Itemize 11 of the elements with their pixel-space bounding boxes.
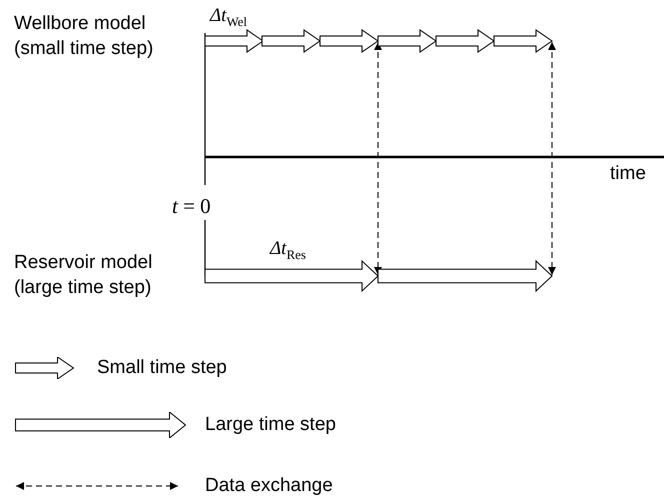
time-step-label: Δt$_{Res}$ <box>270 237 307 264</box>
model-label: Wellbore model (small time step) <box>14 12 154 61</box>
legend-text: Data exchange <box>205 474 333 498</box>
time-step-label: Δt$_{Wel}$ <box>210 4 248 31</box>
model-label: Reservoir model (large time step) <box>14 251 154 300</box>
data-exchange-arrow <box>548 42 556 276</box>
legend-text: Small time step <box>97 356 227 380</box>
legend-text: Large time step <box>205 413 336 437</box>
axis-label: time <box>610 162 647 186</box>
start-time-label: t = 0 <box>172 194 212 219</box>
data-exchange-arrow <box>374 42 382 276</box>
